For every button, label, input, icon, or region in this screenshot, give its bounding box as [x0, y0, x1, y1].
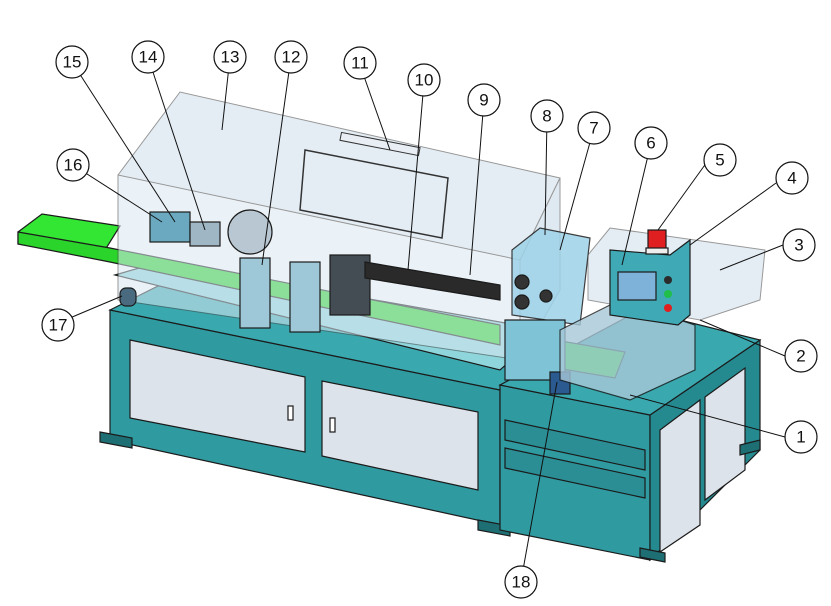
callout-12: 12: [274, 40, 308, 74]
callout-4: 4: [775, 161, 809, 195]
callout-1: 1: [784, 420, 818, 454]
svg-text:8: 8: [542, 107, 551, 126]
callout-8: 8: [530, 99, 564, 133]
warning-beacon: [647, 229, 667, 251]
feeding-mechanism: [119, 209, 501, 333]
callout-18: 18: [504, 565, 538, 599]
svg-text:7: 7: [589, 119, 598, 138]
callout-3: 3: [782, 228, 816, 262]
svg-text:18: 18: [512, 573, 531, 592]
foot: [477, 519, 511, 537]
svg-text:3: 3: [794, 236, 803, 255]
callout-13: 13: [213, 40, 247, 74]
svg-text:12: 12: [282, 48, 301, 67]
side-door: [704, 366, 746, 502]
svg-text:11: 11: [351, 54, 369, 73]
drawer: [504, 419, 646, 471]
cutting-unit: [504, 227, 591, 395]
door-handle: [287, 405, 294, 421]
hmi-screen: [617, 271, 657, 301]
callout-10: 10: [407, 63, 441, 97]
door-handle: [329, 417, 336, 433]
svg-text:16: 16: [64, 156, 83, 175]
foot: [99, 431, 133, 449]
cover-window: [299, 149, 449, 239]
callout-14: 14: [131, 40, 165, 74]
svg-text:14: 14: [139, 48, 158, 67]
callout-9: 9: [467, 83, 501, 117]
svg-text:5: 5: [715, 151, 724, 170]
svg-text:1: 1: [796, 428, 805, 447]
svg-text:17: 17: [49, 316, 68, 335]
callout-layer: 1 2 3 4 5 6 7 8: [41, 40, 818, 599]
cabinet-door-right: [321, 380, 479, 491]
callout-6: 6: [634, 126, 668, 160]
callout-5: 5: [703, 143, 737, 177]
svg-text:6: 6: [646, 134, 655, 153]
cover-handle: [339, 131, 421, 157]
callout-2: 2: [784, 339, 818, 373]
svg-text:13: 13: [221, 48, 240, 67]
control-box: [609, 229, 691, 326]
cabinet-door-left: [129, 339, 306, 453]
svg-text:2: 2: [796, 347, 805, 366]
roller: [119, 287, 137, 307]
svg-text:9: 9: [479, 91, 488, 110]
foot: [639, 547, 666, 563]
foot: [739, 439, 761, 456]
drawer: [504, 447, 646, 499]
callout-16: 16: [56, 148, 90, 182]
svg-text:4: 4: [787, 169, 796, 188]
callout-7: 7: [577, 111, 611, 145]
svg-text:15: 15: [63, 53, 82, 72]
callout-15: 15: [55, 45, 89, 79]
callout-11: 11: [343, 46, 377, 80]
svg-text:10: 10: [415, 71, 434, 90]
callout-17: 17: [41, 308, 75, 342]
